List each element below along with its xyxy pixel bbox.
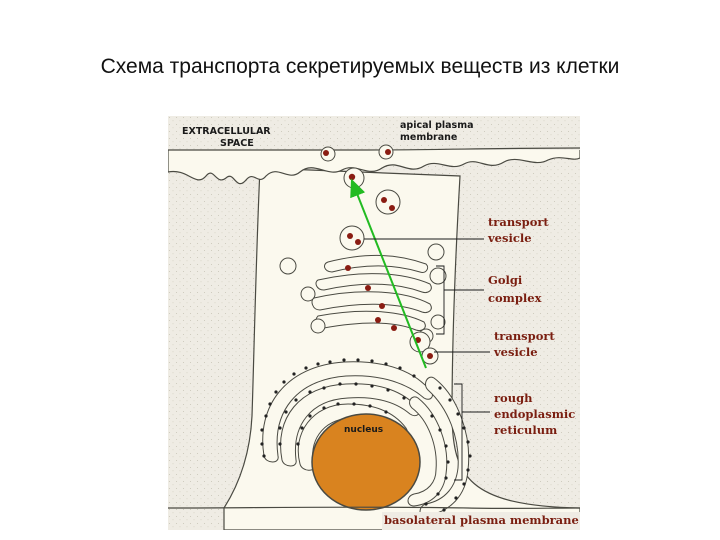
nucleus-label: nucleus [344, 425, 383, 435]
apical-membrane-line [168, 147, 580, 151]
label-transport-vesicle-top-2: vesicle [487, 231, 532, 245]
label-rough-2: endoplasmic [494, 407, 575, 421]
nucleus [311, 413, 421, 511]
slide-title: Схема транспорта секретируемых веществ и… [100, 55, 620, 78]
label-leaders [364, 238, 490, 481]
basolateral-plasma-membrane [168, 506, 580, 510]
secretion-pathway-arrow [350, 178, 427, 369]
label-extracellular-2: SPACE [220, 138, 254, 149]
apical-plasma-membrane [168, 147, 580, 185]
label-apical-2: membrane [400, 132, 457, 143]
golgi-cargo [345, 265, 397, 331]
label-basolateral: basolateral plasma membrane [384, 513, 579, 527]
label-transport-vesicle-mid-1: transport [494, 329, 555, 343]
label-rough-1: rough [494, 391, 533, 405]
basolateral-label-bg [382, 512, 580, 530]
label-rough-3: reticulum [494, 423, 557, 437]
label-extracellular-1: EXTRACELLULAR [182, 126, 271, 137]
label-golgi-1: Golgi [488, 273, 523, 287]
upper-cargo [347, 197, 395, 245]
label-apical-1: apical plasma [400, 120, 474, 131]
label-transport-vesicle-mid-2: vesicle [493, 345, 538, 359]
label-transport-vesicle-top-1: transport [488, 215, 549, 229]
ribosomes [260, 358, 472, 520]
extracellular-top-band [168, 116, 580, 150]
label-golgi-2: complex [488, 291, 542, 305]
secretion-diagram: nucleus EXTRACELLULAR SPACE apical plasm… [168, 116, 580, 530]
